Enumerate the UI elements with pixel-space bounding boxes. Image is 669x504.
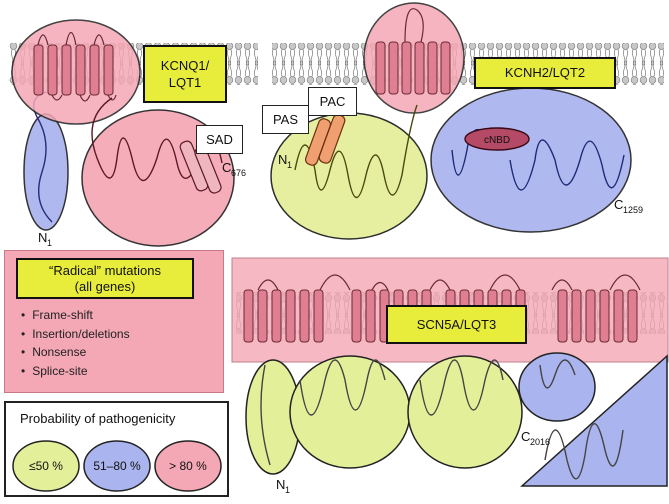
kcnq1-loops [37, 31, 117, 102]
legend-title: Probability of pathogenicity [20, 411, 176, 426]
kcnh2-nterm-chain [294, 104, 418, 198]
legend-label-low: ≤50 % [29, 459, 63, 473]
radical-title-line1: “Radical” mutations [49, 263, 161, 278]
scn5a-n-terminus: N [276, 477, 285, 492]
scn5a-c-terminus-sub: 2016 [530, 437, 550, 447]
radical-item: Splice-site [21, 364, 130, 383]
scn5a-helix [285, 289, 296, 343]
scn5a-n-terminus-sub: 1 [285, 485, 290, 495]
scn5a-helix [585, 289, 596, 343]
legend-swatch-low [12, 440, 80, 492]
kcnh2-n-terminus-sub: 1 [287, 160, 292, 170]
legend-swatch-high [154, 440, 222, 492]
kcnq1-n-terminus-sub: 1 [47, 238, 52, 248]
kcnh2-c-terminus: C [614, 197, 623, 212]
scn5a-helix [243, 289, 254, 343]
kcnh2-gene-label: KCNH2/LQT2 [474, 57, 616, 89]
radical-item: Nonsense [21, 345, 130, 364]
scn5a-c-terminus: C [521, 429, 530, 444]
scn5a-gene-label: SCN5A/LQT3 [386, 305, 527, 344]
scn5a-helix [313, 289, 324, 343]
kcnq1-c-terminus-sub: 676 [231, 168, 246, 178]
pac-domain-label: PAC [308, 87, 357, 116]
radical-item: Frame-shift [21, 308, 130, 327]
kcnq1-c-terminus: C [222, 160, 231, 175]
kcnh2-c-terminus-sub: 1259 [623, 205, 643, 215]
sad-domain-label: SAD [196, 125, 243, 154]
radical-mutations-list: Frame-shift Insertion/deletions Nonsense… [21, 308, 130, 383]
scn5a-cterm-region [520, 354, 668, 487]
kcnh2-pore-loop [404, 8, 424, 43]
scn5a-helix [365, 289, 376, 343]
legend-label-mid: 51–80 % [93, 459, 141, 473]
kcnq1-gene-line2: LQT1 [168, 75, 202, 90]
cnbd-label: cNBD [484, 135, 510, 146]
radical-mutations-panel: “Radical” mutations (all genes) Frame-sh… [4, 250, 224, 393]
scn5a-helix [257, 289, 268, 343]
scn5a-loops [257, 274, 641, 291]
kcnq1-sad-helices [179, 140, 222, 194]
scn5a-helix [571, 289, 582, 343]
scn5a-helix [627, 289, 638, 343]
kcnh2-n-terminus: N [278, 152, 287, 167]
legend-swatches: ≤50 % 51–80 % > 80 % [12, 440, 222, 492]
kcnh2-helices [375, 41, 451, 95]
radical-title-line2: (all genes) [74, 279, 136, 294]
legend-swatch-mid [83, 440, 151, 492]
legend-label-high: > 80 % [169, 459, 207, 473]
scn5a-helix [613, 289, 624, 343]
pathogenicity-legend: Probability of pathogenicity ≤50 % 51–80… [4, 401, 229, 497]
scn5a-chains [260, 359, 624, 480]
cnbd-domain [464, 127, 530, 151]
radical-item: Insertion/deletions [21, 327, 129, 346]
scn5a-helix [599, 289, 610, 343]
radical-mutations-title: “Radical” mutations (all genes) [16, 258, 194, 299]
scn5a-helix [299, 289, 310, 343]
pas-domain-label: PAS [262, 105, 309, 134]
kcnq1-gene-line1: KCNQ1/ [160, 58, 210, 73]
kcnq1-n-terminus: N [38, 230, 47, 245]
scn5a-helix [557, 289, 568, 343]
scn5a-helix [271, 289, 282, 343]
scn5a-helix [351, 289, 362, 343]
kcnh2-pas-helices [304, 114, 346, 166]
scn5a-loop2-region [407, 355, 523, 469]
kcnq1-nterm-region [23, 113, 69, 231]
scn5a-loop3-region [518, 352, 596, 422]
kcnq1-gene-label: KCNQ1/ LQT1 [143, 45, 227, 103]
